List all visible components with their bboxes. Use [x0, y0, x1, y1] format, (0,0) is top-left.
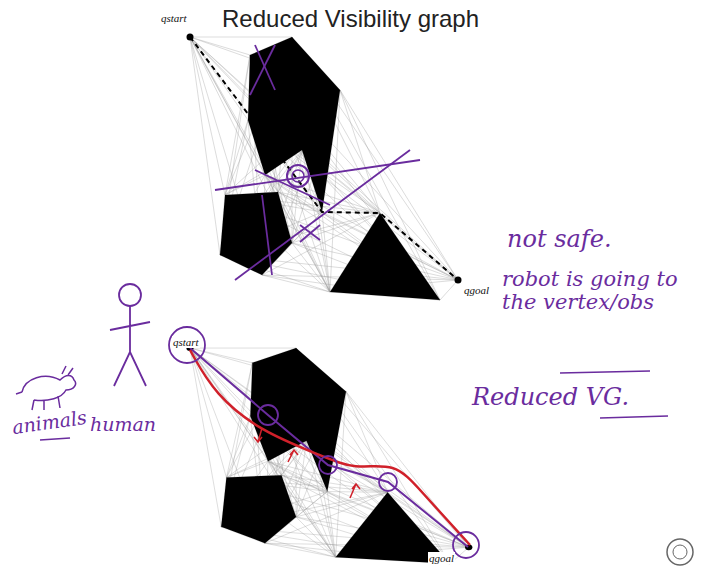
- bottom-figure: [186, 345, 472, 564]
- visibility-edge: [226, 461, 268, 477]
- handwritten-note: human: [88, 414, 158, 435]
- top-figure: [187, 34, 462, 301]
- circle-mark: [453, 532, 479, 558]
- visibility-edge: [225, 55, 250, 195]
- strike-mark: [300, 225, 320, 242]
- visibility-edge: [278, 192, 440, 300]
- visibility-edge: [190, 348, 296, 349]
- stick-head: [119, 284, 141, 306]
- visibility-edge: [190, 348, 388, 492]
- obstacle: [330, 213, 440, 300]
- visibility-edge: [190, 37, 440, 300]
- endpoint: [455, 277, 462, 284]
- circle-mark: [379, 473, 397, 491]
- animal-sketch: [16, 366, 76, 410]
- start-label: qstart: [172, 336, 200, 348]
- logo-seal: [673, 545, 687, 559]
- visibility-edge: [190, 37, 248, 120]
- endpoint: [187, 34, 194, 41]
- visibility-edge: [296, 517, 336, 557]
- visibility-edge: [268, 461, 282, 475]
- underline: [40, 438, 70, 440]
- start-label: qstart: [160, 12, 188, 24]
- vertex-path: [190, 348, 468, 547]
- visibility-edge: [440, 280, 458, 300]
- handwritten-note: animals: [9, 407, 90, 439]
- goal-label: qgoal: [428, 552, 455, 564]
- obstacle: [248, 37, 340, 212]
- circle-mark: [287, 165, 309, 187]
- circle-mark: [169, 327, 205, 363]
- handwritten-note: not safe.: [505, 226, 614, 252]
- arrow-mark: [350, 484, 360, 498]
- shortest-path: [190, 37, 458, 280]
- handwritten-note: robot is going to the vertex/obs: [500, 268, 696, 314]
- visibility-edge: [225, 120, 248, 195]
- visibility-edge: [340, 90, 380, 213]
- obstacle: [220, 192, 292, 275]
- visibility-edge: [190, 37, 380, 213]
- strike-mark: [255, 170, 330, 205]
- strike-mark: [250, 45, 275, 95]
- annotations-bottom: [169, 327, 479, 558]
- visibility-edge: [322, 212, 440, 300]
- visibility-edge: [190, 348, 226, 478]
- strike-mark: [235, 150, 410, 280]
- visibility-edge: [327, 491, 387, 493]
- obstacle: [221, 475, 296, 543]
- slide-title: Reduced Visibility graph: [222, 6, 479, 32]
- visibility-edge: [265, 543, 336, 557]
- visibility-edge: [262, 275, 330, 292]
- annotations-top: [215, 45, 420, 280]
- goal-label: qgoal: [463, 284, 490, 296]
- circle-mark: [258, 405, 278, 425]
- visibility-edge: [292, 243, 330, 292]
- obstacle: [250, 348, 346, 492]
- strike-mark: [262, 195, 272, 275]
- arrow-mark: [288, 450, 298, 462]
- visibility-edge: [190, 37, 292, 38]
- stick-body: [110, 306, 150, 386]
- arrow-mark: [254, 428, 262, 442]
- visibility-edge: [190, 37, 220, 255]
- handwritten-note: Reduced VG.: [470, 384, 631, 410]
- safe-path: [190, 350, 470, 545]
- visibility-edge: [226, 416, 250, 478]
- logo-seal: [667, 539, 693, 565]
- circle-mark: [319, 456, 337, 474]
- circle-mark: [292, 170, 304, 182]
- visibility-edge: [282, 475, 450, 564]
